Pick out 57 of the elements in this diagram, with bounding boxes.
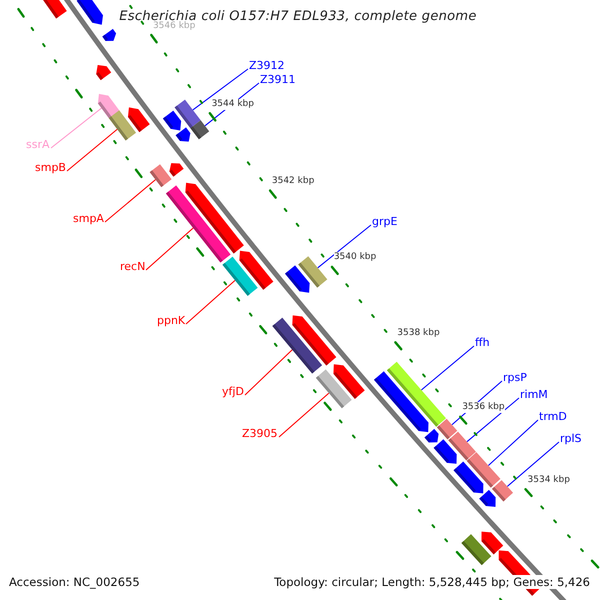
leader-line <box>317 224 372 268</box>
genome-summary-text: Topology: circular; Length: 5,528,445 bp; Genes: 5,426 <box>274 575 590 589</box>
gene-label: grpE <box>372 215 398 228</box>
scale-label: 3536 kbp <box>462 402 505 414</box>
gene-feature <box>434 439 457 464</box>
gene-feature <box>424 428 439 442</box>
scale-label: 3534 kbp <box>528 474 570 486</box>
leader-line <box>146 228 194 270</box>
gene-block <box>492 480 514 502</box>
gene-label: rimM <box>520 388 548 401</box>
gene-feature <box>128 107 150 132</box>
scale-label: 3540 kbp <box>334 252 376 264</box>
scale-label: 3544 kbp <box>212 98 254 110</box>
gene-block <box>150 164 172 188</box>
gene-label: ssrA <box>26 138 50 151</box>
leader-line <box>186 280 236 324</box>
leader-line <box>192 68 248 110</box>
gene-label: ppnK <box>157 314 186 327</box>
leader-line <box>66 128 118 172</box>
gene-label: smpA <box>73 212 104 225</box>
gene-label: Z3911 <box>260 73 296 86</box>
gene-feature <box>333 364 365 399</box>
gene-feature <box>176 127 190 142</box>
gene-feature <box>96 65 112 80</box>
leader-line <box>244 349 293 396</box>
gene-feature <box>102 28 116 41</box>
gene-feature <box>285 265 310 293</box>
gene-feature <box>162 110 182 130</box>
gene-feature <box>76 0 103 25</box>
gene-label: yfjD <box>222 385 244 398</box>
leader-line <box>466 398 520 442</box>
gene-label: rplS <box>560 432 582 445</box>
gene-label: smpB <box>35 161 66 174</box>
gene-label: ffh <box>475 336 490 349</box>
gene-feature <box>169 163 184 177</box>
gene-block <box>461 534 492 566</box>
leader-line <box>506 442 560 487</box>
gene-label: rpsP <box>503 371 527 384</box>
gene-label: Z3905 <box>242 427 278 440</box>
gene-feature <box>239 250 274 290</box>
leader-line <box>50 108 102 148</box>
gene-label: Z3912 <box>249 59 285 72</box>
gene-feature <box>292 315 336 366</box>
gene-feature <box>374 371 428 432</box>
gene-label: recN <box>120 260 146 273</box>
accession-text: Accession: NC_002655 <box>9 575 140 589</box>
scale-label: 3542 kbp <box>272 176 314 188</box>
gene-feature <box>454 462 484 494</box>
leader-line <box>488 420 538 466</box>
gene-feature <box>479 490 496 507</box>
leader-line <box>278 392 330 438</box>
gene-block <box>190 120 210 140</box>
leader-line <box>420 346 474 390</box>
gene-feature <box>185 182 244 254</box>
scale-label: 3538 kbp <box>397 328 440 339</box>
gene-label: trmD <box>539 410 567 423</box>
leader-line <box>104 179 156 222</box>
